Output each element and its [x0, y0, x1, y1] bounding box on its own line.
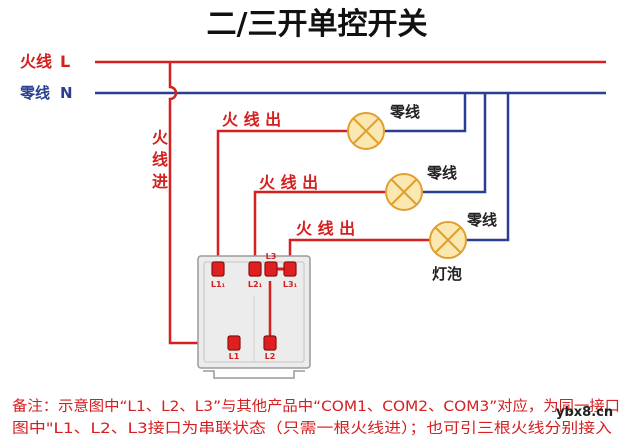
bulb-label: 灯泡 [432, 265, 462, 283]
terminal-label-L2-1: L2₁ [248, 280, 263, 289]
neutral-label-1: 零线 [389, 103, 420, 121]
terminal-L3 [264, 261, 278, 277]
neutral-wire-1 [384, 93, 467, 133]
terminal-L2 [263, 335, 277, 351]
diagram-title: 二/三开单控开关 [207, 7, 428, 42]
neutral-line-code: N [60, 84, 73, 102]
neutral-line-name: 零线 [19, 84, 50, 102]
bulb-3-icon [429, 221, 467, 259]
live-out-label-3: 火 线 出 [296, 219, 355, 238]
terminal-label-L3: L3 [266, 252, 277, 261]
terminal-L2-1 [248, 261, 262, 277]
neutral-label-3: 零线 [466, 211, 497, 229]
live-out-label-2: 火 线 出 [259, 173, 318, 192]
terminal-L1 [227, 335, 241, 351]
terminal-label-L2: L2 [265, 352, 276, 361]
watermark: ybx8.cn [556, 405, 613, 420]
neutral-label-2: 零线 [426, 164, 457, 182]
live-in-label-3: 进 [152, 172, 168, 191]
terminal-L3-1 [283, 261, 297, 277]
live-in-label-1: 火 [152, 128, 169, 147]
live-line-code: L [60, 52, 70, 71]
live-in-wire [168, 62, 232, 345]
live-line-name: 火线 [20, 52, 52, 71]
note-line-1: 备注：示意图中“L1、L2、L3”与其他产品中“COM1、COM2、COM3”对… [12, 397, 620, 415]
note-line-2: 图中"L1、L2、L3接口为串联状态（只需一根火线进）；也可引三根火线分别接入 [12, 420, 612, 437]
bulb-2-icon [385, 173, 423, 211]
neutral-wire-3 [466, 93, 510, 242]
live-out-wire-3 [288, 238, 430, 267]
bulb-1-icon [347, 112, 385, 150]
switch-module [197, 255, 311, 379]
live-in-label-2: 线 [152, 150, 168, 169]
live-out-wire-2 [253, 190, 385, 267]
live-out-wire-1 [216, 129, 348, 267]
neutral-wire-2 [423, 93, 487, 194]
terminal-label-L1-1: L1₁ [211, 280, 226, 289]
live-out-label-1: 火 线 出 [222, 110, 281, 129]
terminal-label-L1: L1 [229, 352, 240, 361]
terminal-L1-1 [211, 261, 225, 277]
terminal-label-L3-1: L3₁ [283, 280, 298, 289]
